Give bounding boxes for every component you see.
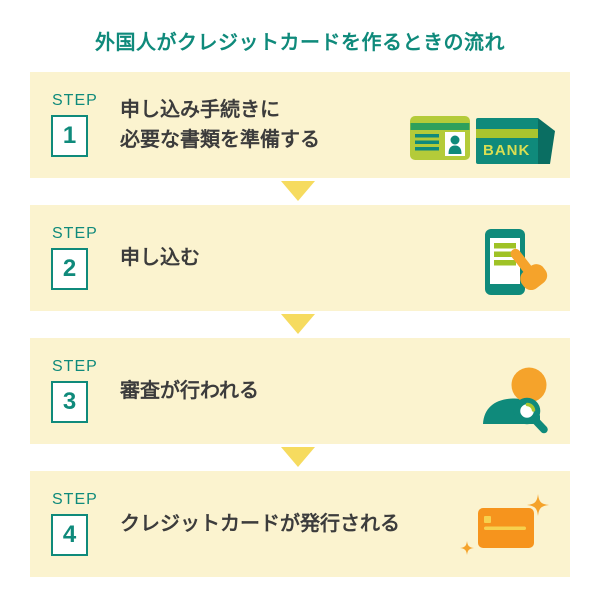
step-4-number-box: 4 <box>51 514 88 556</box>
down-arrow-icon <box>281 314 315 334</box>
step-3-number-box: 3 <box>51 381 88 423</box>
step-2-number-box: 2 <box>51 248 88 290</box>
step-2-block: STEP 2 申し込む <box>30 205 570 311</box>
credit-card-sparkle-icon <box>460 494 549 555</box>
smartphone-tap-icon <box>485 229 548 295</box>
step-2-label: STEP <box>52 225 98 242</box>
down-arrow-icon <box>281 181 315 201</box>
documents-icon-group: BANK <box>410 116 555 164</box>
page-title: 外国人がクレジットカードを作るときの流れ <box>95 32 505 54</box>
step-2-number: 2 <box>62 255 77 282</box>
step-4-text: クレジットカードが発行される <box>120 509 400 539</box>
step-1-text: 申し込み手続きに 必要な書類を準備する <box>120 95 320 155</box>
step-1-number-box: 1 <box>51 115 88 157</box>
step-3-block: STEP 3 審査が行われる <box>30 338 570 444</box>
sparkle-icon <box>460 541 474 555</box>
bank-book-icon: BANK <box>476 118 555 164</box>
step-3-text-line1: 審査が行われる <box>120 380 259 402</box>
step-4-label: STEP <box>52 491 98 508</box>
step-1-text-line2: 必要な書類を準備する <box>120 129 320 151</box>
step-3-label: STEP <box>52 358 98 375</box>
magnifier-icon <box>513 397 548 434</box>
step-1-text-line1: 申し込み手続きに <box>120 99 280 121</box>
id-card-icon <box>410 116 470 160</box>
step-1-number: 1 <box>62 122 77 149</box>
step-4-text-line1: クレジットカードが発行される <box>120 513 400 535</box>
step-1-label: STEP <box>52 92 98 109</box>
pointing-hand-icon <box>510 248 548 291</box>
bank-book-label: BANK <box>483 142 530 159</box>
step-1-block: STEP 1 申し込み手続きに 必要な書類を準備する BANK <box>30 72 570 178</box>
step-4-number: 4 <box>62 521 77 548</box>
step-2-text-line1: 申し込む <box>120 247 200 269</box>
down-arrow-icon <box>281 447 315 467</box>
step-4-block: STEP 4 クレジットカードが発行される <box>30 471 570 577</box>
person-search-icon <box>483 367 548 434</box>
step-3-text: 審査が行われる <box>120 376 259 406</box>
step-2-text: 申し込む <box>120 243 200 273</box>
step-3-number: 3 <box>62 388 77 415</box>
sparkle-icon <box>527 494 549 516</box>
